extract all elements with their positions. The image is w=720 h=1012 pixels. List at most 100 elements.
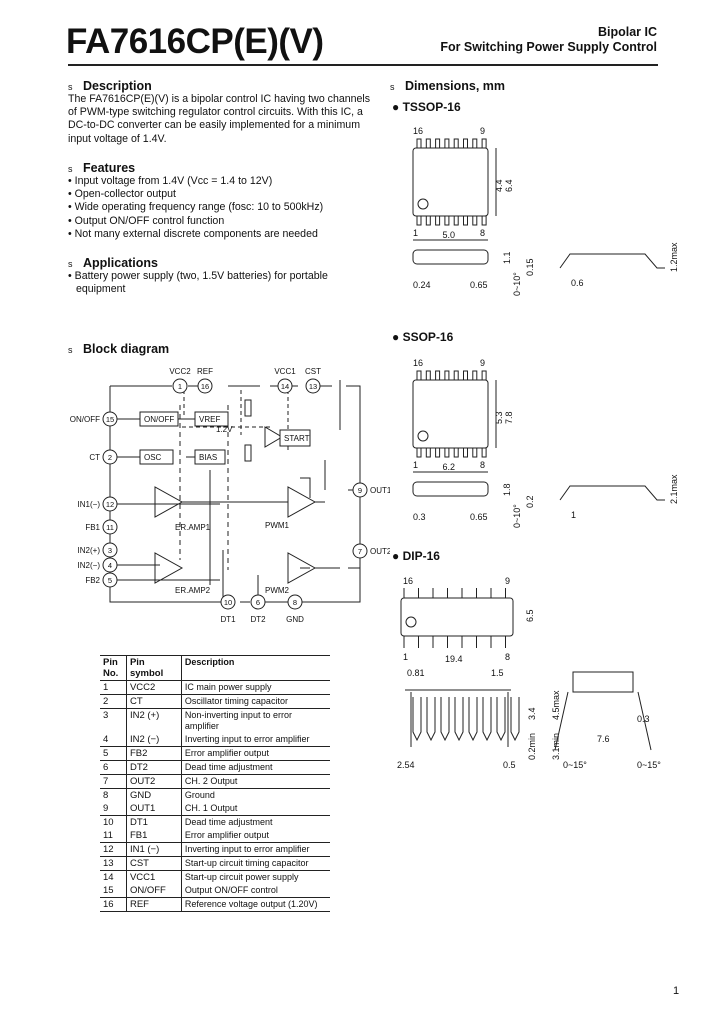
pin-number: 9 [100,802,127,816]
col-header-pin-symbol: Pin symbol [126,655,182,681]
dimension-label: 1 [413,228,418,238]
lead [453,447,459,458]
lead [416,447,422,458]
dimension-label: 5.3 [494,411,504,424]
pin-description: Start-up circuit power supply [181,870,330,884]
dimension-label: 0~15° [563,760,587,770]
heading-text: Dimensions, mm [405,79,506,93]
feature-item: Open-collector output [68,188,378,201]
lead [472,138,478,149]
pin-label: ON/OFF [70,415,100,424]
pin-description: Error amplifier output [184,830,269,840]
pin-circle [102,542,118,558]
dimension-label: 0.81 [407,668,425,678]
pin-number: 2 [108,453,112,462]
pin-circle [102,449,118,465]
package-side [412,249,489,265]
pin-number: 3 [108,546,112,555]
feature-item: Input voltage from 1.4V (Vcc = 1.4 to 12… [68,175,378,188]
lead [425,215,431,226]
dimension-label: 19.4 [445,654,463,664]
pin-description: Ground [181,788,330,802]
dimension-label: 7.6 [597,734,610,744]
dimension-label: 6.4 [504,179,514,192]
lead [425,370,431,381]
dimension-label: 0~15° [637,760,661,770]
pin-label: FB2 [85,576,100,585]
pin-description: Oscillator timing capacitor [181,694,330,709]
pin-label: IN2(−) [78,561,101,570]
dimension-label: 1.5 [491,668,504,678]
page-number: 1 [673,985,680,997]
pin-label: IN1(−) [78,500,101,509]
lead [416,370,422,381]
dimension-label: 1 [403,652,408,662]
dimension-label: 0.5 [503,760,516,770]
pin-symbol: VCC2 [126,680,182,695]
category: Bipolar IC [597,25,657,39]
dimension-label: 1.2max [669,242,679,272]
pin-circle [197,378,213,394]
pin-symbol: FB1 [126,829,182,843]
dimension-label: 5.0 [443,230,456,240]
pin-number: 15 [100,884,127,898]
dimension-label: 16 [403,576,413,586]
pin1-marker [405,616,417,628]
dimension-label: 6.5 [525,609,535,622]
pin-label: CT [89,453,100,462]
eramp1-label: ER.AMP1 [175,523,211,532]
pin-label: OUT1 [370,486,390,495]
pin-circle [102,557,118,573]
dimension-label: 0.3 [637,714,650,724]
col-header-description: Description [181,655,330,681]
category-header: Bipolar IC For Switching Power Supply Co… [440,25,657,55]
section-marker: s [68,345,73,355]
dimension-label: 3.4 [527,707,537,720]
page-title: FA7616CP(E)(V) [66,22,324,61]
pin-number: 8 [100,788,127,802]
pin-description: CH. 1 Output [184,803,238,813]
pin-circle [352,482,368,498]
package-name: TSSOP-16 [402,100,461,114]
pin-number: 7 [358,547,362,556]
pin1-marker [417,198,429,210]
pin-symbol: IN1 (−) [126,842,182,857]
features-list: Input voltage from 1.4V (Vcc = 1.4 to 12… [68,175,378,241]
pin-description: Start-up circuit timing capacitor [181,856,330,871]
vref-block-label: VREF [199,415,220,424]
lead [444,447,450,458]
pin-description: CH. 2 Output [181,774,330,789]
lead [412,697,422,742]
pin-number: 6 [256,598,260,607]
pin-number: 13 [100,856,127,871]
lead [426,697,436,742]
block-diagram: 1VCC216REF14VCC113CST15ON/OFF2CT12IN1(−)… [70,367,390,624]
pin-number: 9 [358,486,362,495]
lead [481,138,487,149]
pin-label: DT1 [220,615,236,624]
dimension-label: 0~10° [512,272,522,296]
pin-number: 14 [281,382,289,391]
pin-circle [172,378,188,394]
lead [472,215,478,226]
lead [416,215,422,226]
package-profile [559,485,665,501]
package-side [405,689,511,747]
onoff-block-label: ON/OFF [144,415,174,424]
pwm1-label: PWM1 [265,521,290,530]
pin-symbol: IN2 (−) [126,733,182,747]
dimension-label: 0~10° [512,504,522,528]
